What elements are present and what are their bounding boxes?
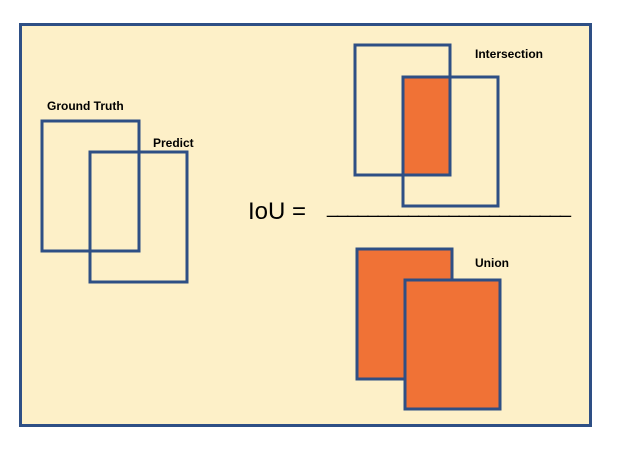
intersection-label: Intersection <box>475 47 544 61</box>
intersection-fill <box>403 77 450 175</box>
ground-truth-label: Ground Truth <box>47 99 124 113</box>
predict-box <box>88 150 189 284</box>
intersection-box-b <box>401 75 500 208</box>
iou-equation-label: IoU = <box>248 198 307 225</box>
predict-label: Predict <box>153 136 194 150</box>
union-box-b <box>403 278 502 411</box>
union-label: Union <box>475 256 509 270</box>
fraction-bar: ________________________ <box>327 196 571 218</box>
